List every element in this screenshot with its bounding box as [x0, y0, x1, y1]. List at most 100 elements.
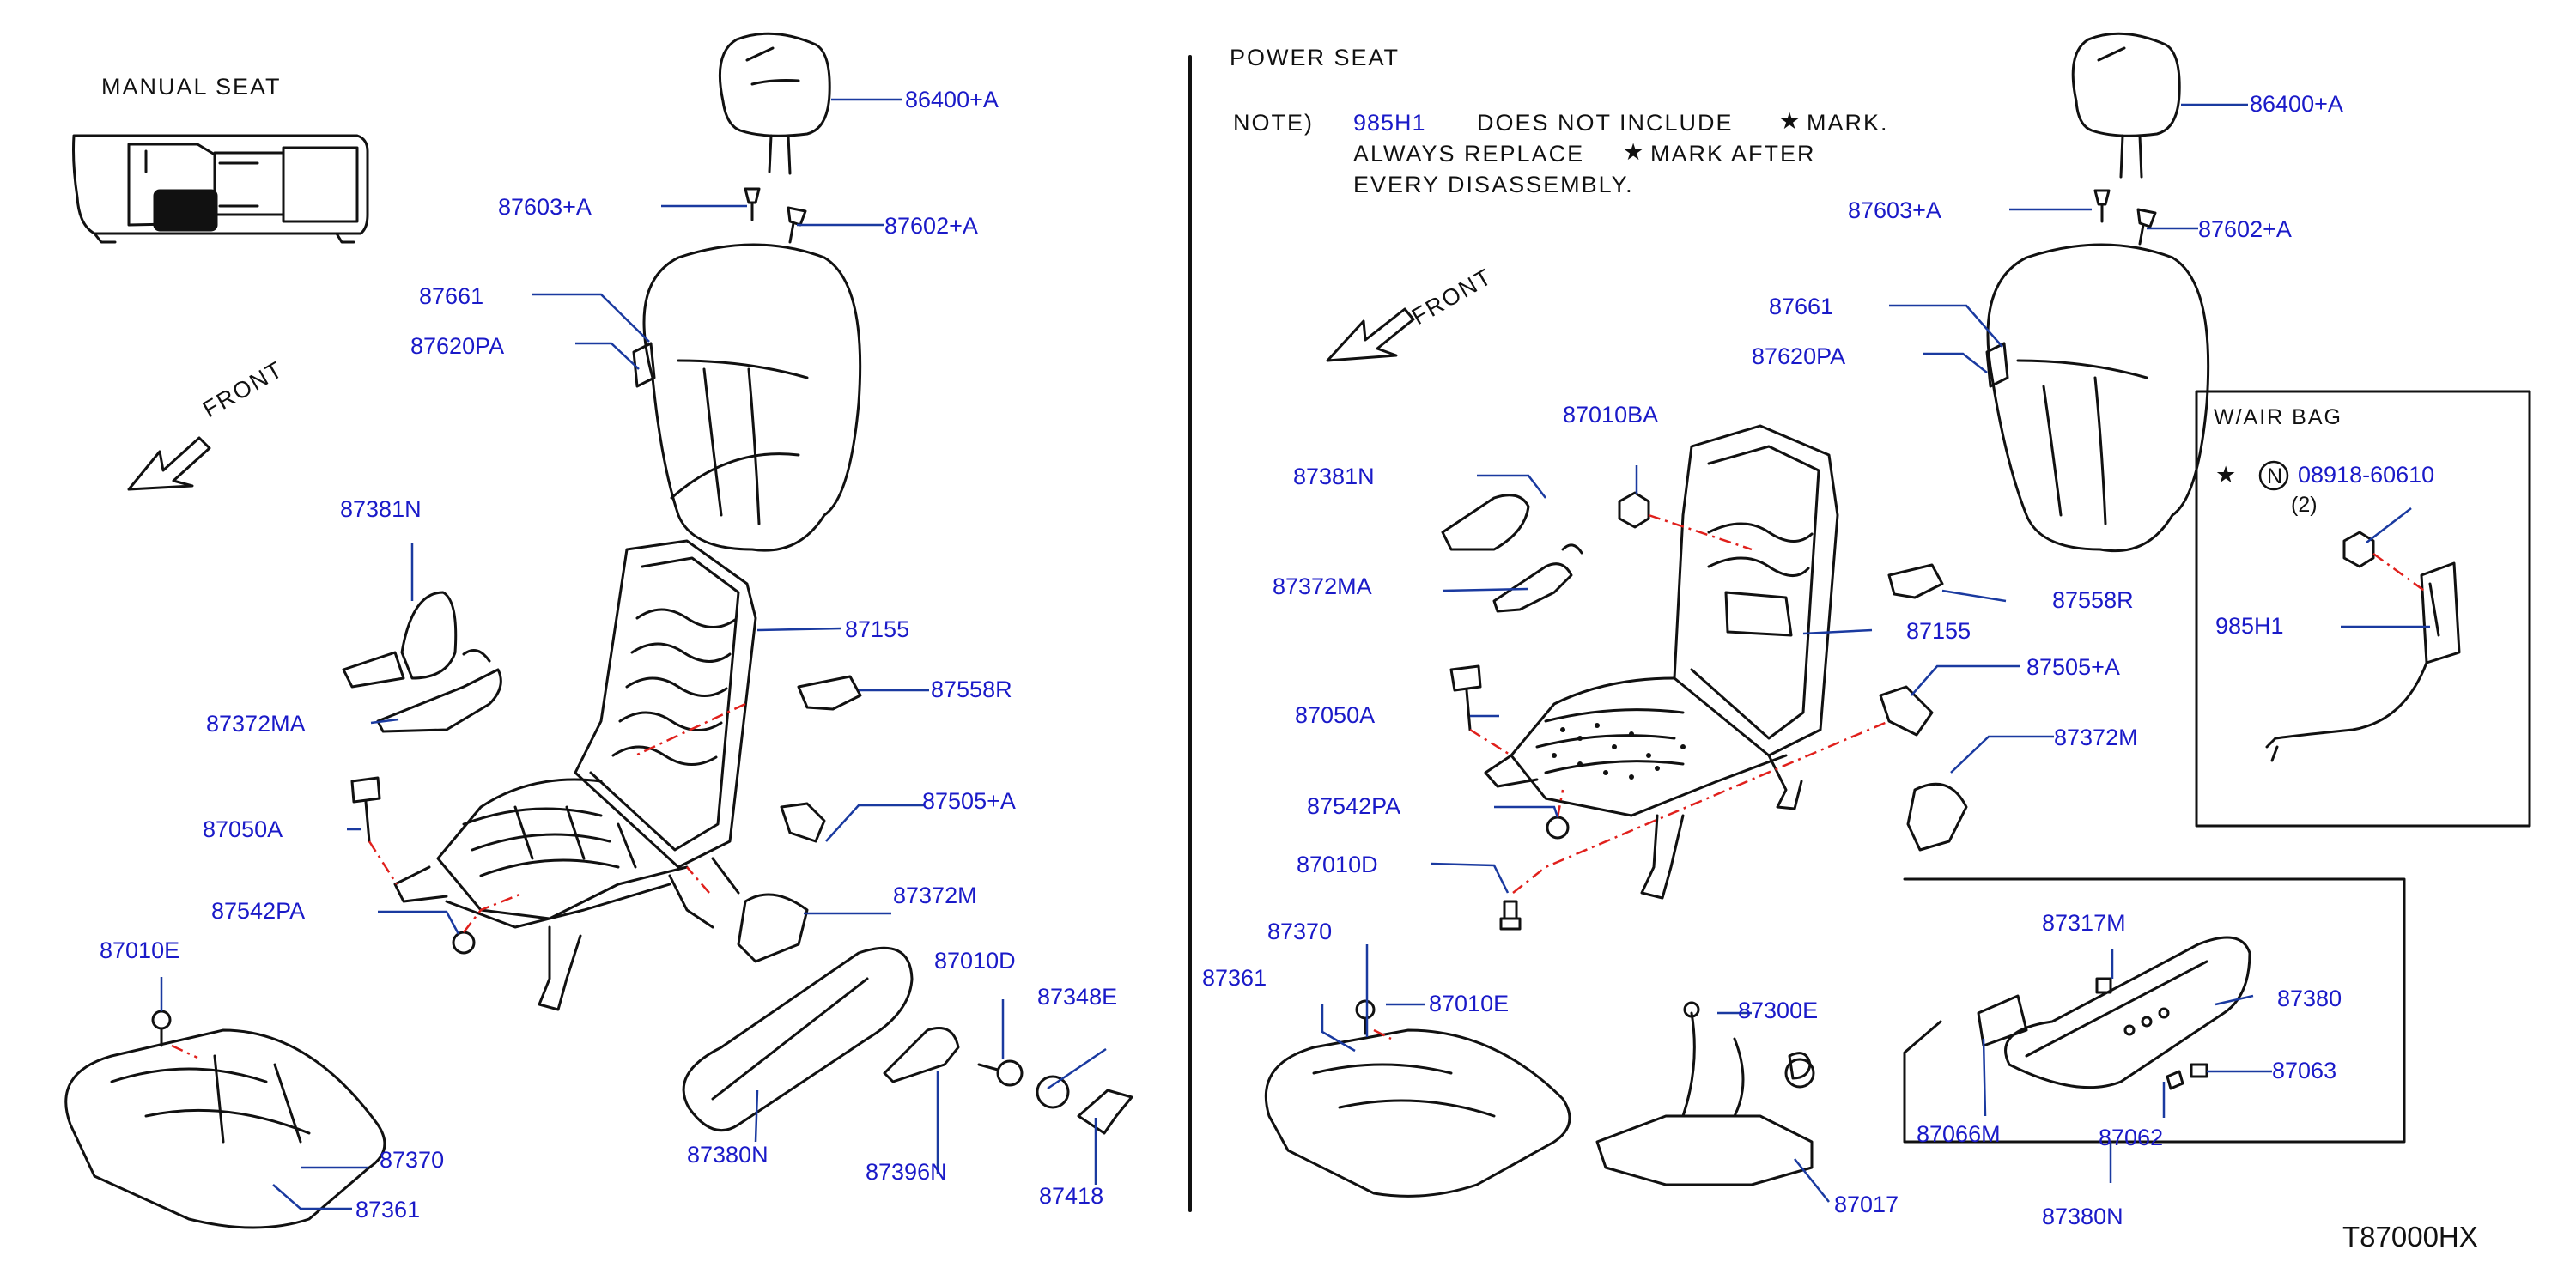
callout-87558r-left[interactable]: 87558R — [931, 676, 1012, 702]
grommet-87300e — [1784, 1058, 1815, 1089]
headrest-guides-left — [744, 187, 807, 244]
callout-87372m-left[interactable]: 87372M — [893, 883, 977, 908]
callout-87010ba-right[interactable]: 87010BA — [1563, 402, 1659, 428]
callout-87361-right[interactable]: 87361 — [1202, 965, 1267, 991]
recliner-cover-right — [1441, 494, 1583, 613]
callout-87381n-right[interactable]: 87381N — [1293, 464, 1375, 489]
knob-87063 — [2190, 1063, 2208, 1078]
callout-87010e-right[interactable]: 87010E — [1429, 991, 1510, 1016]
bolt-87050a-left — [350, 776, 381, 843]
note-mark: MARK. — [1807, 110, 1889, 136]
callout-87155-right[interactable]: 87155 — [1906, 618, 1971, 644]
callout-87063-right[interactable]: 87063 — [2272, 1058, 2337, 1083]
callout-87062-right[interactable]: 87062 — [2099, 1125, 2164, 1150]
seat-cushion-right — [1264, 1028, 1571, 1198]
seat-cushion-left — [64, 1028, 386, 1229]
front-arrow-icon-right — [1326, 307, 1415, 362]
part-87505a-shape-right — [1879, 685, 1934, 737]
assembly-lines — [171, 513, 2427, 1059]
harness-87017 — [1595, 1001, 1814, 1186]
callout-87010d-left[interactable]: 87010D — [934, 948, 1016, 974]
seat-frame-left — [393, 539, 757, 1011]
part-87372m-shape-right — [1906, 782, 1968, 852]
callout-87010e-left[interactable]: 87010E — [100, 937, 180, 963]
star-icon: ★ — [2215, 462, 2239, 488]
callout-87603a-left[interactable]: 87603+A — [498, 194, 592, 220]
callout-87603a-right[interactable]: 87603+A — [1848, 197, 1941, 223]
callout-87620pa-right[interactable]: 87620PA — [1752, 343, 1846, 369]
callout-87380-right[interactable]: 87380 — [2277, 986, 2342, 1011]
callout-87050a-left[interactable]: 87050A — [203, 816, 283, 842]
note-line2a: ALWAYS REPLACE — [1353, 141, 1585, 167]
bolt-87010e-right — [1355, 999, 1376, 1035]
callout-87155-left[interactable]: 87155 — [845, 616, 910, 642]
manual-seat-title: MANUAL SEAT — [101, 74, 282, 100]
callout-87418-left[interactable]: 87418 — [1039, 1183, 1104, 1209]
recliner-cover-left — [342, 591, 502, 733]
note-line3: EVERY DISASSEMBLY. — [1353, 172, 1634, 197]
bolt-87010d-right — [1499, 900, 1522, 931]
note-line2b: MARK AFTER — [1650, 141, 1816, 167]
callout-87558r-right[interactable]: 87558R — [2052, 587, 2134, 613]
callout-87661-left[interactable]: 87661 — [419, 283, 484, 309]
callout-87396n-left[interactable]: 87396N — [866, 1159, 947, 1185]
vehicle-top-view-icon — [72, 134, 369, 244]
callout-87380n-right[interactable]: 87380N — [2042, 1204, 2123, 1229]
callout-87050a-right[interactable]: 87050A — [1295, 702, 1376, 728]
note-prefix: NOTE) — [1233, 110, 1314, 136]
star-icon: ★ — [1623, 139, 1646, 165]
callout-87300e-right[interactable]: 87300E — [1738, 998, 1819, 1023]
switch-87066m — [1977, 994, 2028, 1047]
airbag-qty: (2) — [2291, 493, 2318, 517]
circle-n-icon — [2258, 460, 2289, 491]
nut-08918-60610 — [2342, 531, 2375, 568]
part-87505a-shape — [780, 802, 826, 843]
note-line1: DOES NOT INCLUDE — [1477, 110, 1734, 136]
shield-87380 — [2004, 936, 2251, 1089]
callout-87505a-left[interactable]: 87505+A — [922, 788, 1016, 814]
callout-87381n-left[interactable]: 87381N — [340, 496, 422, 522]
part-87558r-shape — [797, 675, 862, 711]
callout-87066m-right[interactable]: 87066M — [1917, 1121, 2001, 1147]
callout-87370-right[interactable]: 87370 — [1267, 919, 1333, 944]
callout-87602a-right[interactable]: 87602+A — [2198, 216, 2292, 242]
callout-87348e-left[interactable]: 87348E — [1037, 984, 1118, 1010]
callout-87372m-right[interactable]: 87372M — [2054, 725, 2138, 750]
callout-87542pa-right[interactable]: 87542PA — [1307, 793, 1401, 819]
power-seat-title: POWER SEAT — [1230, 45, 1400, 70]
callout-87017-right[interactable]: 87017 — [1834, 1192, 1899, 1217]
bolt-87010e-left — [151, 1010, 172, 1047]
callout-87361-left[interactable]: 87361 — [355, 1197, 421, 1222]
seatback-cover-left — [632, 243, 862, 552]
nut-87542pa-left — [452, 931, 476, 955]
note-part: 985H1 — [1353, 110, 1426, 136]
callout-985h1[interactable]: 985H1 — [2215, 613, 2284, 639]
knob-87317m — [2095, 977, 2112, 994]
callout-87370-left[interactable]: 87370 — [380, 1147, 445, 1173]
airbag-box — [2195, 390, 2531, 828]
callout-87380n-left[interactable]: 87380N — [687, 1142, 769, 1168]
switch-box — [1903, 877, 2406, 1144]
callout-87620pa-left[interactable]: 87620PA — [410, 333, 505, 359]
knob-87062 — [2166, 1070, 2184, 1090]
seatback-cover-right — [1985, 243, 2210, 553]
circle-n-letter: N — [2267, 464, 2283, 488]
callout-87372ma-right[interactable]: 87372MA — [1273, 573, 1372, 599]
callout-86400a-right[interactable]: 86400+A — [2250, 91, 2343, 117]
callout-08918-60610[interactable]: 08918-60610 — [2298, 462, 2435, 488]
callout-87661-right[interactable]: 87661 — [1769, 294, 1834, 319]
callout-87602a-left[interactable]: 87602+A — [884, 213, 978, 239]
callout-87542pa-left[interactable]: 87542PA — [211, 898, 306, 924]
front-arrow-icon — [127, 436, 211, 491]
callout-86400a-left[interactable]: 86400+A — [905, 87, 999, 112]
lever-87396n-left — [883, 1027, 1070, 1109]
callout-87372ma-left[interactable]: 87372MA — [206, 711, 306, 737]
callout-87010d-right[interactable]: 87010D — [1297, 852, 1378, 877]
frame-hatching — [1552, 723, 1686, 780]
headrest-right — [2071, 32, 2181, 179]
seat-frame-right — [1484, 424, 1839, 900]
callout-87505a-right[interactable]: 87505+A — [2026, 654, 2120, 680]
callout-87317m-right[interactable]: 87317M — [2042, 910, 2126, 936]
